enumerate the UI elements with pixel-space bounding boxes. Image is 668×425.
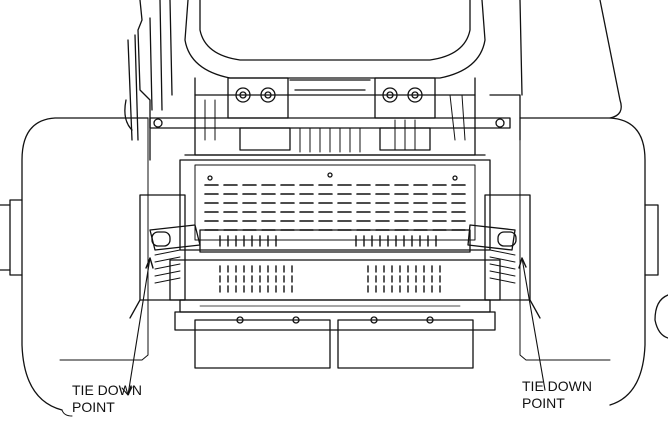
front-grille <box>179 154 491 251</box>
left-tire <box>0 117 149 411</box>
left-tie-down-label: TIE DOWN POINT <box>72 382 142 416</box>
right-label-line2: POINT <box>522 395 565 411</box>
cross-bar <box>149 117 511 129</box>
seat <box>184 0 486 96</box>
engine-area <box>194 77 476 156</box>
right-tire <box>519 117 668 406</box>
right-tie-down-bracket <box>467 194 541 319</box>
left-label-line2: POINT <box>72 399 115 415</box>
right-tie-down-label: TIE DOWN POINT <box>522 378 592 412</box>
left-label-line1: TIE DOWN <box>72 382 142 398</box>
leader-lines <box>121 257 546 396</box>
right-label-line1: TIE DOWN <box>522 378 592 394</box>
label-hook <box>61 409 73 417</box>
front-bumper <box>169 229 501 331</box>
caster-wheels <box>194 319 474 369</box>
right-frame <box>489 0 622 141</box>
left-frame <box>124 0 173 161</box>
